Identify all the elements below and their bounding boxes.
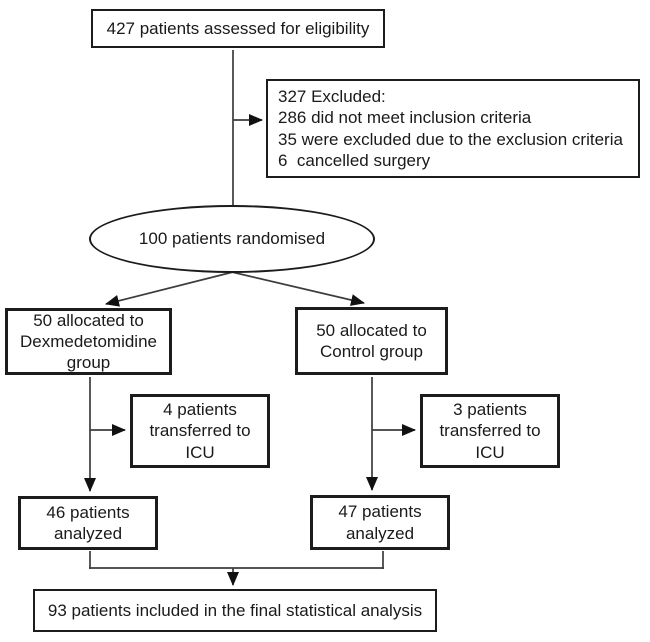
eligibility-text: 427 patients assessed for eligibility bbox=[106, 18, 370, 38]
control-group-box: 50 allocated to Control group bbox=[295, 307, 448, 375]
icu-dex-box: 4 patients transferred to ICU bbox=[130, 394, 270, 468]
final-text: 93 patients included in the final statis… bbox=[47, 600, 423, 620]
analyzed-control-text: 47 patients analyzed bbox=[338, 502, 422, 543]
dex-group-text: 50 allocated to Dexmedetomidine group bbox=[19, 310, 157, 373]
analyzed-control-box: 47 patients analyzed bbox=[310, 495, 450, 550]
randomised-text: 100 patients randomised bbox=[138, 229, 326, 249]
connector-randomised-to-dex bbox=[105, 268, 246, 307]
icu-dex-text: 4 patients transferred to ICU bbox=[149, 400, 251, 462]
icu-control-box: 3 patients transferred to ICU bbox=[420, 394, 560, 468]
analyzed-dex-text: 46 patients analyzed bbox=[46, 502, 130, 543]
analyzed-dex-box: 46 patients analyzed bbox=[18, 496, 158, 550]
excluded-text: 327 Excluded: 286 did not meet inclusion… bbox=[278, 87, 623, 170]
connector-randomised-to-control bbox=[218, 268, 365, 306]
icu-control-text: 3 patients transferred to ICU bbox=[439, 400, 541, 462]
eligibility-box: 427 patients assessed for eligibility bbox=[91, 9, 385, 48]
control-group-text: 50 allocated to Control group bbox=[316, 320, 427, 361]
dex-group-box: 50 allocated to Dexmedetomidine group bbox=[5, 308, 172, 375]
final-box: 93 patients included in the final statis… bbox=[33, 589, 437, 632]
randomised-ellipse: 100 patients randomised bbox=[89, 205, 375, 273]
excluded-box: 327 Excluded: 286 did not meet inclusion… bbox=[266, 79, 640, 178]
